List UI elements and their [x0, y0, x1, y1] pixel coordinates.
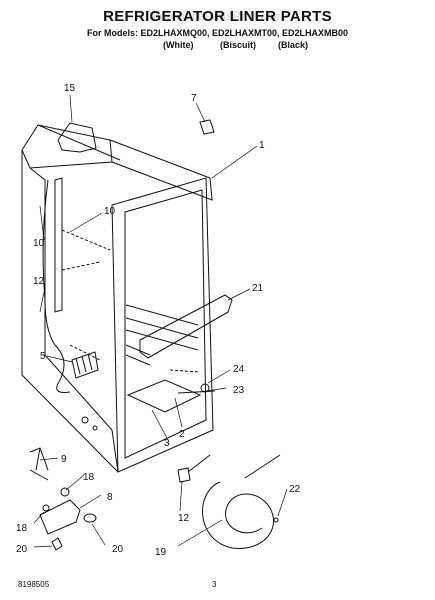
callout-10a: 10 [33, 238, 45, 249]
watermark: AppliancePartsPros.com [151, 9, 284, 23]
shelf-bar [139, 294, 233, 359]
bulb-base [51, 537, 63, 551]
callout-21: 21 [252, 283, 264, 294]
screw-part [177, 390, 216, 394]
bracket-part [29, 447, 49, 481]
leader-lines [33, 94, 288, 548]
callout-7: 8 [107, 492, 113, 503]
callout-19: 19 [155, 547, 167, 558]
bulb-socket [60, 487, 70, 497]
screw-small [42, 504, 50, 512]
callout-18a: 18 [83, 472, 95, 483]
callout-3: 3 [164, 438, 170, 449]
callout-4: 5 [40, 351, 46, 362]
screw-22 [273, 517, 279, 523]
color-white: (White) [163, 40, 194, 50]
callout-12: 12 [178, 513, 190, 524]
callout-2: 2 [179, 429, 185, 440]
callout-5: 7 [191, 93, 197, 104]
vent-grille [71, 351, 99, 379]
callout-15: 15 [64, 83, 76, 94]
callout-10b: 12 [33, 276, 45, 287]
callout-8: 9 [61, 454, 67, 465]
callout-1: 1 [259, 140, 265, 151]
liner-body [21, 124, 214, 473]
control-housing [57, 122, 97, 153]
callout-24: 24 [233, 364, 245, 375]
clip-part [199, 119, 215, 135]
wire-harness [202, 454, 281, 549]
callout-20a: 20 [16, 544, 28, 555]
doc-code: 8198505 [18, 580, 50, 589]
connector-part [177, 454, 211, 483]
bulb-part [83, 513, 97, 523]
callout-20b: 20 [112, 544, 124, 555]
callout-9: 10 [104, 206, 116, 217]
color-biscuit: (Biscuit) [220, 40, 256, 50]
callout-22: 22 [289, 484, 301, 495]
page-number: 3 [212, 580, 217, 589]
callout-18b: 18 [16, 523, 28, 534]
page-title: REFRIGERATOR LINER PARTS [103, 8, 332, 25]
light-housing [39, 499, 81, 535]
color-black: (Black) [278, 40, 309, 50]
callout-23: 23 [233, 385, 245, 396]
callout-labels: 15 7 1 10 10 12 21 5 24 23 2 3 9 18 8 12… [16, 83, 301, 558]
model-list: For Models: ED2LHAXMQ00, ED2LHAXMT00, ED… [86, 28, 349, 38]
